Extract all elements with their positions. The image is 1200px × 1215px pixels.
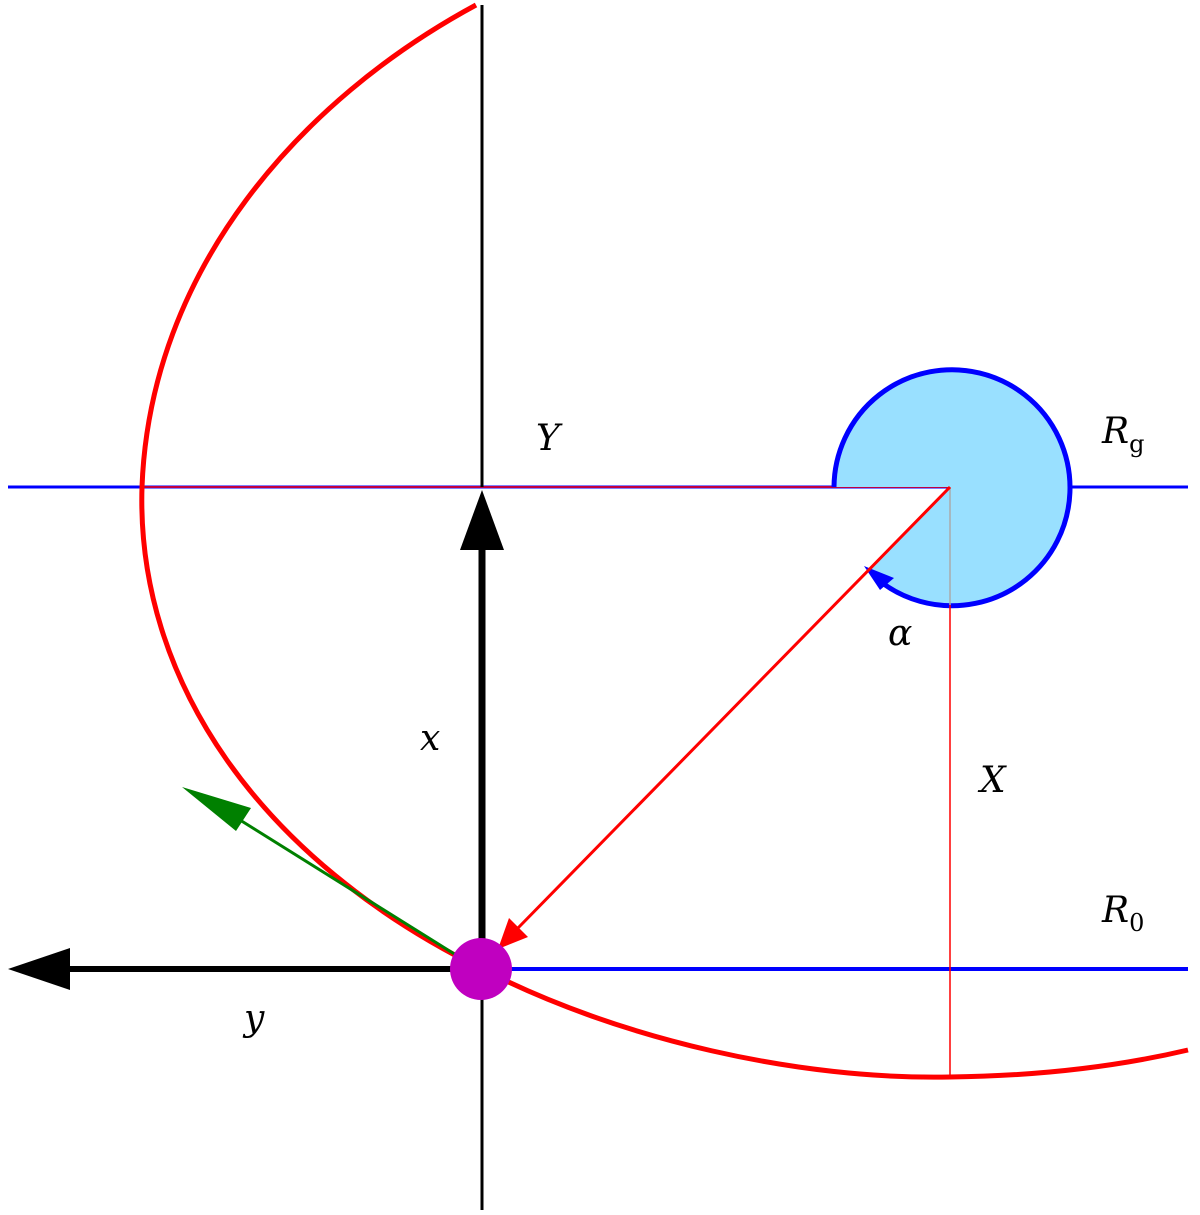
- velocity-vector: [239, 818, 457, 957]
- label-y: y: [242, 998, 265, 1039]
- label-Y: Y: [536, 418, 563, 459]
- label-Rg: Rg: [1101, 411, 1144, 458]
- y-axis-arrow-icon: [8, 948, 70, 990]
- velocity-arrow-icon: [182, 787, 251, 831]
- radius-vector-arrow-icon: [498, 918, 528, 949]
- x-axis-arrow-icon: [460, 490, 504, 550]
- radius-vector: [516, 485, 952, 930]
- label-R0: R0: [1101, 890, 1144, 937]
- label-x: x: [420, 718, 440, 759]
- label-alpha: α: [888, 613, 912, 654]
- orbiting-body: [450, 938, 512, 1000]
- angle-alpha-arc: [831, 367, 1073, 609]
- angle-arrow-icon: [864, 566, 894, 590]
- label-X: X: [977, 760, 1007, 801]
